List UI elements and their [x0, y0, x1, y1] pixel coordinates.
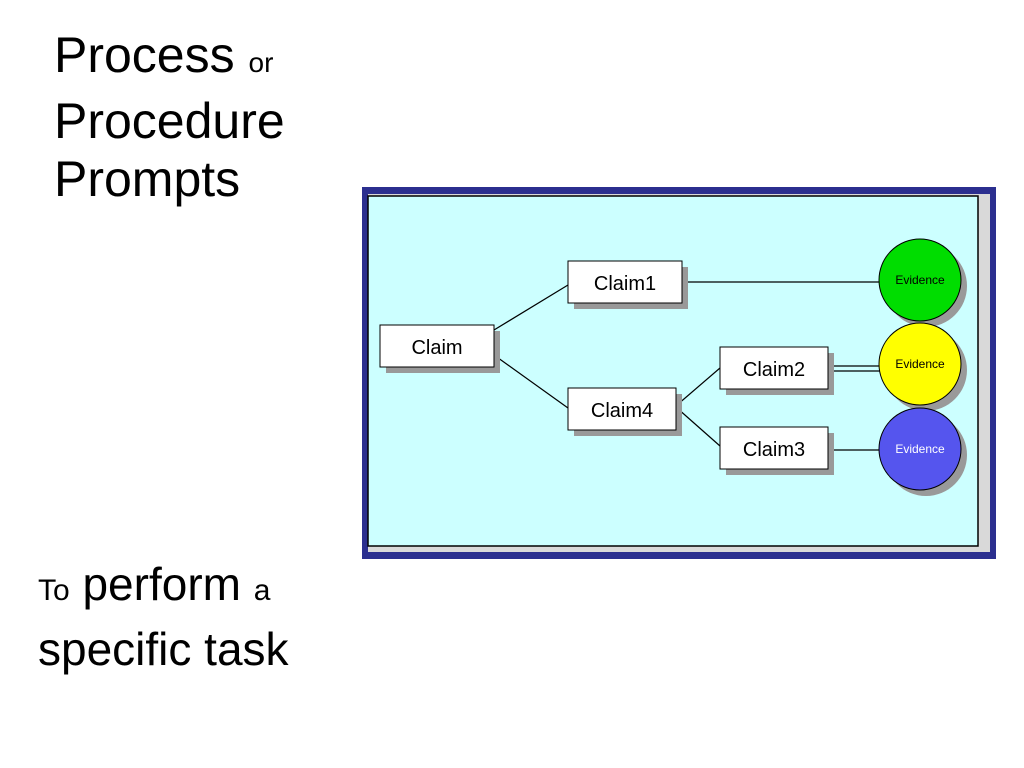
node-box [567, 260, 683, 304]
subtitle-specific-task: specific task [38, 623, 289, 675]
node-claim2: Claim2 [719, 346, 834, 395]
subtitle-line-1: To perform a [38, 555, 289, 620]
evidence-node-2: Evidence [878, 322, 967, 411]
evidence-3-label: Evidence [895, 442, 945, 456]
node-box [719, 346, 829, 390]
evidence-node-1: Evidence [878, 238, 967, 327]
node-claim4: Claim4 [567, 387, 682, 436]
edge-claim-claim1 [493, 284, 569, 331]
connector-lines [493, 281, 880, 451]
node-box [379, 324, 495, 368]
node-box [719, 426, 829, 470]
node-claim3: Claim3 [719, 426, 834, 475]
title-prompts: Prompts [54, 151, 241, 207]
edge-claim4-claim3 [676, 407, 721, 447]
edge-claim4-claim2 [676, 367, 721, 406]
subtitle-perform: perform [82, 558, 241, 610]
node-claim1-label: Claim1 [594, 273, 656, 295]
node-claim3-label: Claim3 [743, 439, 805, 461]
node-claim1: Claim1 [567, 260, 688, 309]
node-claim: Claim [379, 324, 500, 373]
node-claim2-label: Claim2 [743, 359, 805, 381]
evidence-circle [878, 322, 962, 406]
subtitle-a: a [253, 574, 271, 607]
title-or: or [248, 47, 274, 78]
title-line-1: Process or [54, 26, 285, 92]
node-claim-label: Claim [411, 337, 462, 359]
evidence-node-3: Evidence [878, 407, 967, 496]
evidence-2-label: Evidence [895, 357, 945, 371]
slide-subtitle: To perform a specific task [38, 555, 289, 678]
evidence-1-label: Evidence [895, 273, 945, 287]
subtitle-to: To [38, 574, 70, 607]
title-process: Process [54, 27, 235, 83]
node-box [567, 387, 677, 431]
evidence-circle [878, 238, 962, 322]
edge-claim-claim4 [493, 354, 569, 409]
node-claim4-label: Claim4 [591, 400, 653, 422]
slide-title: Process or Procedure Prompts [54, 26, 285, 208]
title-procedure: Procedure [54, 93, 285, 149]
evidence-circle [878, 407, 962, 491]
